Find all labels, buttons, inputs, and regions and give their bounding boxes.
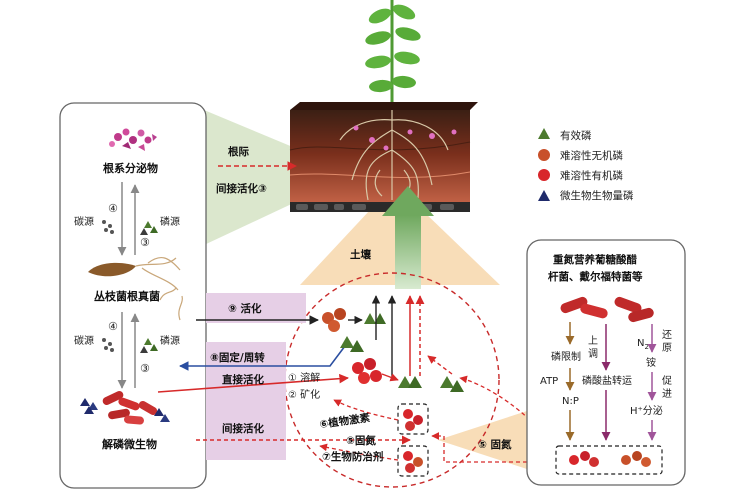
circled-3-lower: ③	[140, 362, 150, 375]
fungi-band	[206, 293, 306, 323]
reduce-char-2: 原	[662, 342, 672, 354]
phosphate-transport-label: 磷酸盐转运	[582, 374, 632, 387]
inorganic-p-cluster-top	[322, 308, 346, 332]
legend: 有效磷 难溶性无机磷 难溶性有机磷 微生物生物量磷	[538, 128, 634, 202]
bacteria-box-upper	[397, 403, 429, 435]
am-fungi-root-icon	[88, 256, 183, 321]
root-exudates-icon	[109, 128, 157, 151]
right-panel-to-circle-arrow	[459, 375, 531, 421]
fixation-8-label: ⑧固定/周转	[210, 351, 265, 364]
plant-shoot-icon	[365, 0, 421, 110]
plant-roots-icon	[339, 110, 449, 201]
right-panel-bacteria-icon	[560, 296, 654, 323]
plant-hormone-6-arrow	[333, 399, 399, 421]
promote-char-1: 促	[662, 374, 672, 387]
center-cluster-arrow	[381, 373, 399, 382]
phosphorus-source-label-upper: 磷源	[160, 215, 180, 228]
available-p-mid-left	[340, 336, 364, 352]
activation-9-label: ⑨ 活化	[228, 302, 262, 315]
upregulate-char-2: 调	[588, 348, 598, 360]
output-inorganic-p-icon	[621, 451, 651, 467]
right-triangle-up-arrow	[427, 355, 453, 375]
available-p-right	[440, 376, 464, 392]
phosphorus-triangles-icon-lower	[140, 338, 158, 353]
psm-label: 解磷微生物	[102, 437, 157, 451]
circled-4-upper: ④	[108, 202, 118, 215]
am-fungi-label: 丛枝菌根真菌	[94, 289, 160, 303]
carbon-dots-icon	[102, 220, 114, 234]
right-panel-title-line2: 杆菌、戴尔福特菌等	[548, 270, 643, 283]
n-fixation-5b-label: ⑤ 固氮	[478, 438, 512, 451]
rhizosphere-label: 根际	[228, 145, 249, 158]
organic-p-cluster-center	[352, 358, 382, 384]
rhizosphere-zoom-wedge	[204, 110, 300, 245]
n-fixation-5a-label: ⑤固氮	[346, 434, 376, 447]
bacteria-upper-icon	[403, 409, 423, 431]
indirect-activation-label: 间接活化	[222, 422, 264, 435]
carbon-source-label-lower: 碳源	[74, 334, 94, 347]
legend-symbol-microbial-p	[538, 190, 550, 201]
promote-char-2: 进	[662, 388, 672, 400]
available-p-top	[364, 313, 386, 324]
legend-label-microbial-p: 微生物生物量磷	[560, 189, 634, 202]
upregulate-char-1: 上	[588, 335, 598, 347]
right-panel-output-box	[555, 445, 663, 475]
mineralization-2-label: ② 矿化	[288, 388, 320, 401]
plant-hormone-6-label: ⑥植物激素	[319, 411, 372, 431]
n2-main: N	[637, 338, 644, 349]
biocontrol-7-arrow	[319, 443, 399, 461]
circled-3-upper: ③	[140, 236, 150, 249]
ammonium-label: 铵	[646, 356, 656, 369]
soil-to-plant-uptake-arrow	[382, 186, 434, 289]
n2-subscript: 2	[644, 343, 648, 351]
direct-activation-label: 直接活化	[222, 373, 264, 386]
root-exudates-label: 根系分泌物	[103, 161, 158, 175]
h-secretion-label: H⁺分泌	[630, 404, 663, 417]
biocontrol-7-label: ⑦生物防治剂	[322, 450, 383, 463]
n-fixation-5b-arrow	[431, 432, 555, 463]
circled-4-lower: ④	[108, 320, 118, 333]
legend-label-organic-p: 难溶性有机磷	[560, 169, 623, 182]
psm-bacteria-icon	[80, 391, 170, 425]
output-organic-p-icon	[569, 451, 599, 467]
reduce-char-1: 还	[662, 329, 672, 341]
legend-symbol-organic-p	[538, 169, 550, 181]
available-p-center	[398, 376, 422, 388]
soil-label: 土壤	[350, 248, 371, 261]
carbon-source-label-upper: 碳源	[74, 215, 94, 228]
phosphorus-source-label-lower: 磷源	[160, 334, 180, 347]
indirect-activation-3-label: 间接活化③	[216, 182, 267, 195]
soil-block	[289, 102, 478, 212]
atp-label: ATP	[540, 376, 558, 387]
legend-label-available-p: 有效磷	[560, 129, 592, 142]
n2-label: N2	[637, 338, 649, 351]
dissolution-1-label: ① 溶解	[288, 371, 320, 384]
right-panel-title-line1: 重氮营养葡糖酸醋	[553, 253, 637, 266]
bacteria-lower-icon	[403, 451, 423, 473]
carbon-dots-icon-lower	[102, 338, 114, 352]
legend-symbol-inorganic-p	[538, 149, 550, 161]
phosphorus-triangles-icon	[140, 221, 158, 235]
bacteria-box-lower	[397, 445, 429, 477]
p-limitation-label: 磷限制	[551, 350, 581, 363]
np-ratio-label: N:P	[562, 396, 579, 407]
right-zoom-wedge	[438, 410, 530, 470]
direct-activation-arrow	[157, 373, 349, 393]
soil-exudate-dots	[353, 125, 457, 151]
fixation-8-arrow	[179, 345, 346, 371]
legend-symbol-available-p	[538, 128, 550, 139]
legend-label-inorganic-p: 难溶性无机磷	[560, 149, 623, 162]
